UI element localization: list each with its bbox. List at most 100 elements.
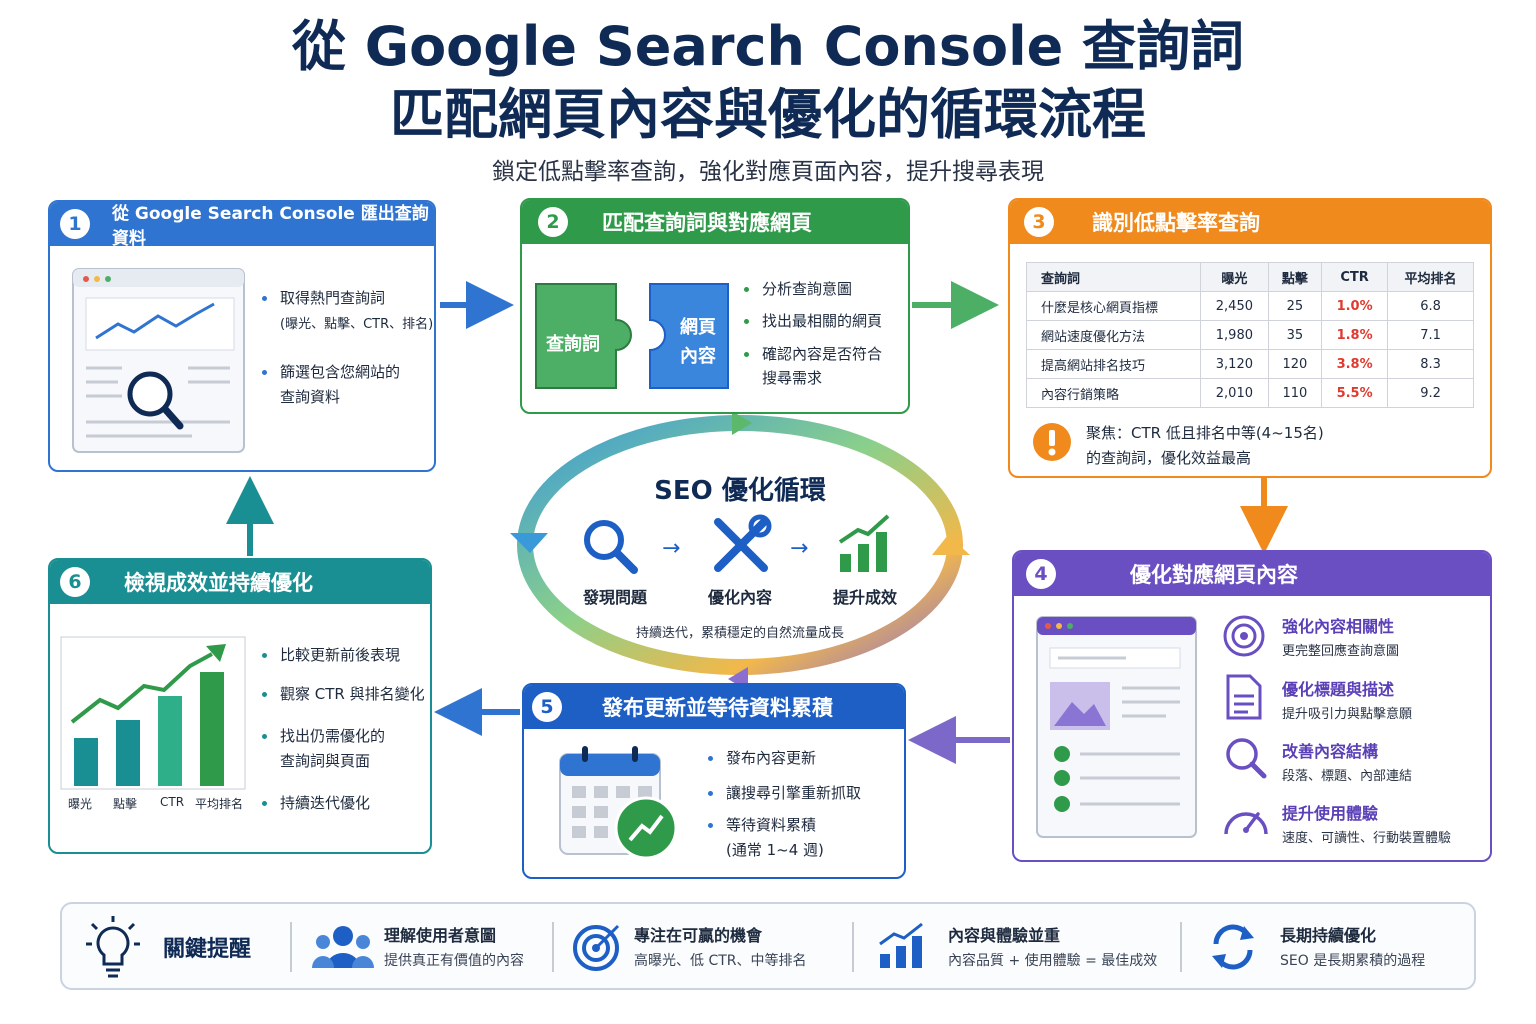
cycle-step-2: 優化內容 xyxy=(707,588,772,607)
step3-number: 3 xyxy=(1024,207,1054,237)
step4-number: 4 xyxy=(1026,559,1056,589)
tip-4-desc: SEO 是長期累積的過程 xyxy=(1280,953,1426,969)
step1-title: 從 Google Search Console 匯出查詢資料 xyxy=(112,204,429,249)
cell-clicks: 110 xyxy=(1267,378,1323,408)
cell-rank: 6.8 xyxy=(1387,291,1474,321)
step6-number: 6 xyxy=(60,567,90,597)
tip-1-title: 理解使用者意圖 xyxy=(384,926,497,945)
chart-label-ctr: CTR xyxy=(160,795,185,809)
key-reminders-bar xyxy=(60,902,1476,990)
step4-feature-4-title: 提升使用體驗 xyxy=(1282,804,1379,823)
step1-bullet-2-cont: 查詢資料 xyxy=(280,388,341,406)
step5-card: 5 發布更新並等待資料累積 xyxy=(522,683,906,879)
step2-bullet-1: 分析查詢意圖 xyxy=(743,276,852,302)
cell-query: 網站速度優化方法 xyxy=(1025,320,1202,350)
cell-query: 什麼是核心網頁指標 xyxy=(1025,291,1202,321)
step1-bullet-1: 取得熱門查詢詞 xyxy=(261,285,385,311)
calendar-icon xyxy=(559,746,678,860)
chart-label-impressions: 曝光 xyxy=(68,797,93,811)
step1-header: 1 從 Google Search Console 匯出查詢資料 xyxy=(50,202,434,249)
cell-rank: 8.3 xyxy=(1387,349,1474,379)
step4-feature-3-desc: 段落、標題、內部連結 xyxy=(1282,769,1413,784)
cell-ctr: 1.8% xyxy=(1321,320,1389,350)
step4-header: 4 優化對應網頁內容 xyxy=(1014,552,1490,596)
cell-impressions: 2,010 xyxy=(1200,378,1269,408)
step5-number: 5 xyxy=(532,692,562,722)
step5-bullet-3-cont: (通常 1~4 週) xyxy=(726,841,824,859)
table-row: 網站速度優化方法 1,980 35 1.8% 7.1 xyxy=(1025,320,1474,350)
step4-feature-2-desc: 提升吸引力與點擊意願 xyxy=(1282,707,1413,722)
step5-title: 發布更新並等待資料累積 xyxy=(602,696,833,720)
step6-bullet-2: 觀察 CTR 與排名變化 xyxy=(262,681,425,707)
bullseye-icon xyxy=(573,924,620,971)
results-chart-icon xyxy=(60,636,246,790)
cell-ctr: 5.5% xyxy=(1321,378,1389,408)
tip-4-title: 長期持續優化 xyxy=(1280,926,1377,945)
cell-clicks: 25 xyxy=(1267,291,1323,321)
table-row: 什麼是核心網頁指標 2,450 25 1.0% 6.8 xyxy=(1025,291,1474,321)
gauge-icon xyxy=(1224,812,1268,835)
step6-bullet-1: 比較更新前後表現 xyxy=(261,642,400,668)
step6-header: 6 檢視成效並持續優化 xyxy=(50,560,430,604)
step3-note-1: 聚焦：CTR 低且排名中等(4~15名) xyxy=(1086,424,1324,442)
chart-label-rank: 平均排名 xyxy=(195,797,244,811)
divider xyxy=(852,922,854,972)
step5-header: 5 發布更新並等待資料累積 xyxy=(524,685,904,729)
step2-bullet-3-cont: 搜尋需求 xyxy=(762,369,823,387)
cell-query: 提高網站排名技巧 xyxy=(1025,349,1202,379)
step2-number: 2 xyxy=(538,207,568,237)
step6-title: 檢視成效並持續優化 xyxy=(124,571,313,595)
chart-label-clicks: 點擊 xyxy=(113,797,138,811)
magnifier-icon xyxy=(1226,738,1267,779)
divider xyxy=(290,922,292,972)
step6-card: 6 檢視成效並持續優化 xyxy=(48,558,432,854)
cell-rank: 9.2 xyxy=(1387,378,1474,408)
chart-icon xyxy=(838,514,890,572)
step6-bullet-3: 找出仍需優化的 xyxy=(261,723,385,749)
step4-feature-1-desc: 更完整回應查詢意圖 xyxy=(1282,644,1400,659)
tools-icon xyxy=(714,514,772,572)
cell-ctr: 3.8% xyxy=(1321,349,1389,379)
cycle-ring xyxy=(510,411,970,685)
target-icon xyxy=(1223,615,1265,657)
step4-feature-4-desc: 速度、可讀性、行動裝置體驗 xyxy=(1282,831,1452,846)
col-query: 查詢詞 xyxy=(1025,262,1202,292)
cell-query: 內容行銷策略 xyxy=(1025,378,1202,408)
step1-number: 1 xyxy=(60,209,90,239)
cycle-step-1: 發現問題 xyxy=(582,588,647,607)
col-ctr: CTR xyxy=(1321,262,1389,292)
step6-bullet-4: 持續迭代優化 xyxy=(261,790,370,816)
step3-note-2: 的查詢詞，優化效益最高 xyxy=(1086,449,1252,467)
cell-impressions: 3,120 xyxy=(1200,349,1269,379)
cycle-title: SEO 優化循環 xyxy=(654,476,826,506)
col-impressions: 曝光 xyxy=(1200,262,1269,292)
step3-title: 識別低點擊率查詢 xyxy=(1092,211,1260,235)
low-ctr-table: 查詢詞 曝光 點擊 CTR 平均排名 什麼是核心網頁指標 2,450 25 1.… xyxy=(1025,262,1474,408)
step5-bullet-1: 發布內容更新 xyxy=(707,745,816,771)
table-row: 提高網站排名技巧 3,120 120 3.8% 8.3 xyxy=(1025,349,1474,379)
step2-title: 匹配查詢詞與對應網頁 xyxy=(602,211,812,235)
step4-title: 優化對應網頁內容 xyxy=(1130,563,1298,587)
tip-1-desc: 提供真正有價值的內容 xyxy=(384,953,524,969)
step5-bullet-3: 等待資料累積 xyxy=(707,812,816,838)
warning-icon xyxy=(1033,423,1071,461)
page-title-line1: 從 Google Search Console 查詢詞 xyxy=(291,15,1245,78)
tip-2-title: 專注在可贏的機會 xyxy=(634,926,763,945)
growth-chart-icon xyxy=(879,922,923,968)
divider xyxy=(1180,922,1182,972)
step4-feature-2-title: 優化標題與描述 xyxy=(1282,680,1395,699)
puzzle-page-label-1: 網頁 xyxy=(680,317,716,338)
divider xyxy=(552,922,554,972)
cell-impressions: 2,450 xyxy=(1200,291,1269,321)
step3-header: 3 識別低點擊率查詢 xyxy=(1010,200,1490,244)
cell-clicks: 120 xyxy=(1267,349,1323,379)
refresh-icon xyxy=(1212,924,1254,970)
page-title-line2: 匹配網頁內容與優化的循環流程 xyxy=(390,83,1146,146)
puzzle-query-label: 查詢詞 xyxy=(546,334,600,355)
step4-feature-3-title: 改善內容結構 xyxy=(1282,742,1379,761)
cycle-caption: 持續迭代，累積穩定的自然流量成長 xyxy=(635,626,844,641)
key-reminders-label: 關鍵提醒 xyxy=(163,937,252,962)
cycle-arrow-1: → xyxy=(662,536,681,561)
browser-search-icon xyxy=(72,268,245,453)
